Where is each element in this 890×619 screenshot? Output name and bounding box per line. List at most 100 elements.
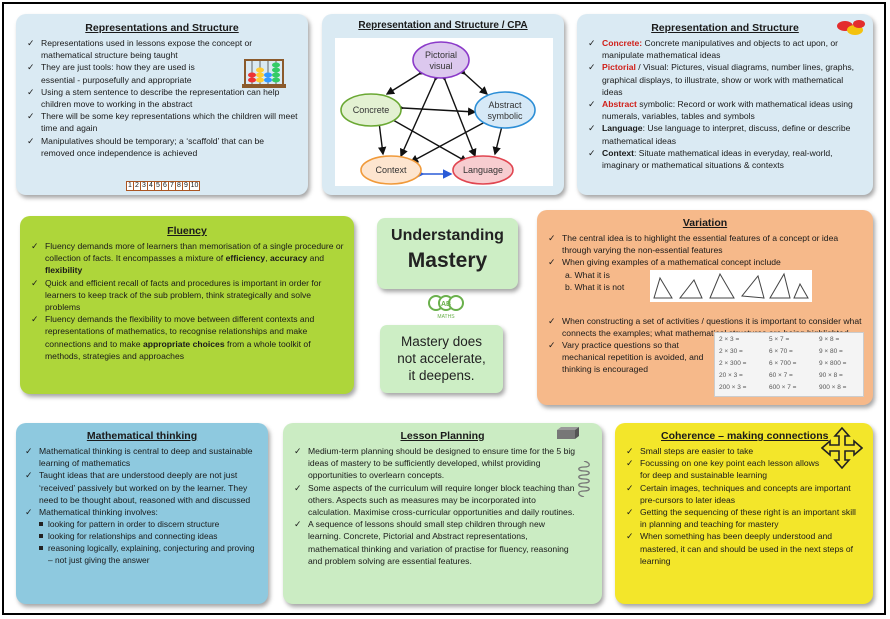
math-sublist: looking for pattern in order to discern … xyxy=(38,518,260,566)
list-item: Language: Use language to interpret, dis… xyxy=(587,122,863,146)
table-cell: 9 × 8 = xyxy=(819,336,840,343)
fluency-text: Fluency demands more of learners than me… xyxy=(45,241,344,264)
panel-title: Fluency xyxy=(167,225,207,237)
svg-text:MATHS: MATHS xyxy=(437,314,455,320)
table-cell: 60 × 7 = xyxy=(769,372,793,379)
list-item: looking for relationships and connecting… xyxy=(38,530,260,542)
table-cell: 600 × 7 = xyxy=(769,384,797,391)
four-way-arrow-icon xyxy=(821,427,863,469)
language-text: : Use language to interpret, discuss, de… xyxy=(602,123,851,146)
list-item: Fluency demands more of learners than me… xyxy=(30,240,344,277)
fluency-text: , xyxy=(265,253,270,264)
tagline-line: it deepens. xyxy=(408,368,475,383)
table-cell: 9 × 800 = xyxy=(819,360,847,367)
cpa-diagram: Pictorial visual Concrete Abstract symbo… xyxy=(335,38,553,186)
node-visual: visual xyxy=(429,61,452,71)
list-item: Medium-term planning should be designed … xyxy=(293,445,579,482)
list-item: They are just tools: how they are used i… xyxy=(26,61,226,85)
table-cell: 9 × 80 = xyxy=(819,348,843,355)
list-item: Small steps are easier to take xyxy=(625,445,811,457)
tagline-line: Mastery does xyxy=(400,334,483,349)
table-cell: 2 × 3 = xyxy=(719,336,740,343)
mastery-tagline-box: Mastery does not accelerate, it deepens. xyxy=(380,325,503,393)
list-item: Vary practice questions so that mechanic… xyxy=(547,339,705,376)
fluency-text: from a whole toolkit of methods, strateg… xyxy=(45,338,311,361)
list-item: Concrete: Concrete manipulatives and obj… xyxy=(587,37,863,61)
efficiency-term: efficiency xyxy=(225,253,266,264)
context-text: : Situate mathematical ideas in everyday… xyxy=(602,147,833,171)
table-cell: 6 × 700 = xyxy=(769,360,797,367)
lesson-list: Medium-term planning should be designed … xyxy=(293,445,579,567)
fluency-text: and xyxy=(307,253,325,264)
abstract-label: Abstract xyxy=(602,99,637,110)
coherence-list: Small steps are easier to take Focussing… xyxy=(625,445,863,567)
pictorial-label: Pictorial xyxy=(602,62,636,73)
panel-representations-structure: Representations and Structure Representa… xyxy=(16,14,308,195)
math-list: Mathematical thinking is central to deep… xyxy=(24,445,260,518)
list-item: The central idea is to highlight the ess… xyxy=(547,232,863,256)
table-cell: 5 × 7 = xyxy=(769,336,790,343)
panel-mathematical-thinking: Mathematical thinking Mathematical think… xyxy=(16,423,268,604)
panel-fluency: Fluency Fluency demands more of learners… xyxy=(20,216,354,394)
table-cell: 20 × 3 = xyxy=(719,372,743,379)
list-item: Mathematical thinking is central to deep… xyxy=(24,445,260,469)
block-icon xyxy=(557,427,579,439)
variation-list: The central idea is to highlight the ess… xyxy=(547,232,863,269)
triangles-examples-image xyxy=(650,270,812,302)
understanding-mastery-box: Understanding Mastery xyxy=(377,218,518,289)
list-item: looking for pattern in order to discern … xyxy=(38,518,260,530)
main-title-line1: Understanding xyxy=(391,227,504,244)
accuracy-term: accuracy xyxy=(270,253,308,264)
panel-title: Coherence – making connections xyxy=(661,430,829,442)
fluency-text: Fluency demands the flexibility to move … xyxy=(45,314,315,349)
variation-list-2: When constructing a set of activities / … xyxy=(547,315,863,376)
list-item: Quick and efficient recall of facts and … xyxy=(30,277,344,314)
list-item: Focussing on one key point each lesson a… xyxy=(625,457,823,481)
list-item: Taught ideas that are understood deeply … xyxy=(24,469,260,506)
panel-title: Representations and Structure xyxy=(85,22,239,34)
panel-title: Variation xyxy=(682,217,728,229)
list-item: reasoning logically, explaining, conject… xyxy=(38,542,260,566)
flexibility-term: flexibility xyxy=(45,265,83,276)
list-item: Mathematical thinking involves: xyxy=(24,506,260,518)
rep2-list: Concrete: Concrete manipulatives and obj… xyxy=(587,37,863,171)
panel-title: Representation and Structure xyxy=(651,22,799,34)
abstract-text: symbolic: Record or work with mathematic… xyxy=(602,99,853,122)
panel-cpa-diagram: Representation and Structure / CPA Picto… xyxy=(322,14,564,195)
list-item: Getting the sequencing of these right is… xyxy=(625,506,863,530)
list-item: Some aspects of the curriculum will requ… xyxy=(293,482,579,519)
concrete-label: Concrete: xyxy=(602,38,643,48)
tagline-line: not accelerate, xyxy=(397,351,486,366)
panel-representation-structure-definitions: Representation and Structure Concrete: C… xyxy=(577,14,873,195)
node-language: Language xyxy=(463,165,503,175)
variation-subitem: b. What it is not xyxy=(565,281,625,292)
number-cell: 10 xyxy=(189,181,200,191)
table-cell: 2 × 300 = xyxy=(719,360,747,367)
svg-text:AB: AB xyxy=(441,301,451,308)
variation-subitem: a. What it is xyxy=(565,269,610,280)
practice-questions-table: 2 × 3 = 5 × 7 = 9 × 8 = 2 × 30 = 6 × 70 … xyxy=(714,332,864,397)
list-item: Certain images, techniques and concepts … xyxy=(625,482,863,506)
counters-icon xyxy=(837,20,865,35)
list-item: When giving examples of a mathematical c… xyxy=(547,256,863,268)
abc-maths-logo-icon: AB MATHS xyxy=(428,295,464,320)
list-item: Using a stem sentence to describe the re… xyxy=(26,86,298,110)
language-label: Language xyxy=(602,123,643,134)
table-cell: 2 × 30 = xyxy=(719,348,743,355)
panel-title: Mathematical thinking xyxy=(86,430,198,442)
list-item: Representations used in lessons expose t… xyxy=(26,37,292,61)
panel-title: Lesson Planning xyxy=(400,430,485,442)
list-item: Context: Situate mathematical ideas in e… xyxy=(587,147,863,171)
table-cell: 6 × 70 = xyxy=(769,348,793,355)
concrete-text: Concrete manipulatives and objects to ac… xyxy=(602,38,838,61)
list-item: When constructing a set of activities / … xyxy=(547,315,863,339)
list-item: Manipulatives should be temporary; a ‘sc… xyxy=(26,135,298,159)
list-item: There will be some key representations w… xyxy=(26,110,298,134)
main-title-line2: Mastery xyxy=(407,249,488,272)
table-cell: 900 × 8 = xyxy=(819,384,847,391)
abacus-icon xyxy=(242,59,286,88)
list-item: A sequence of lessons should small step … xyxy=(293,518,579,567)
context-label: Context xyxy=(602,147,634,158)
panel-lesson-planning: Lesson Planning Medium-term planning sho… xyxy=(283,423,602,604)
fluency-list: Fluency demands more of learners than me… xyxy=(30,240,344,362)
